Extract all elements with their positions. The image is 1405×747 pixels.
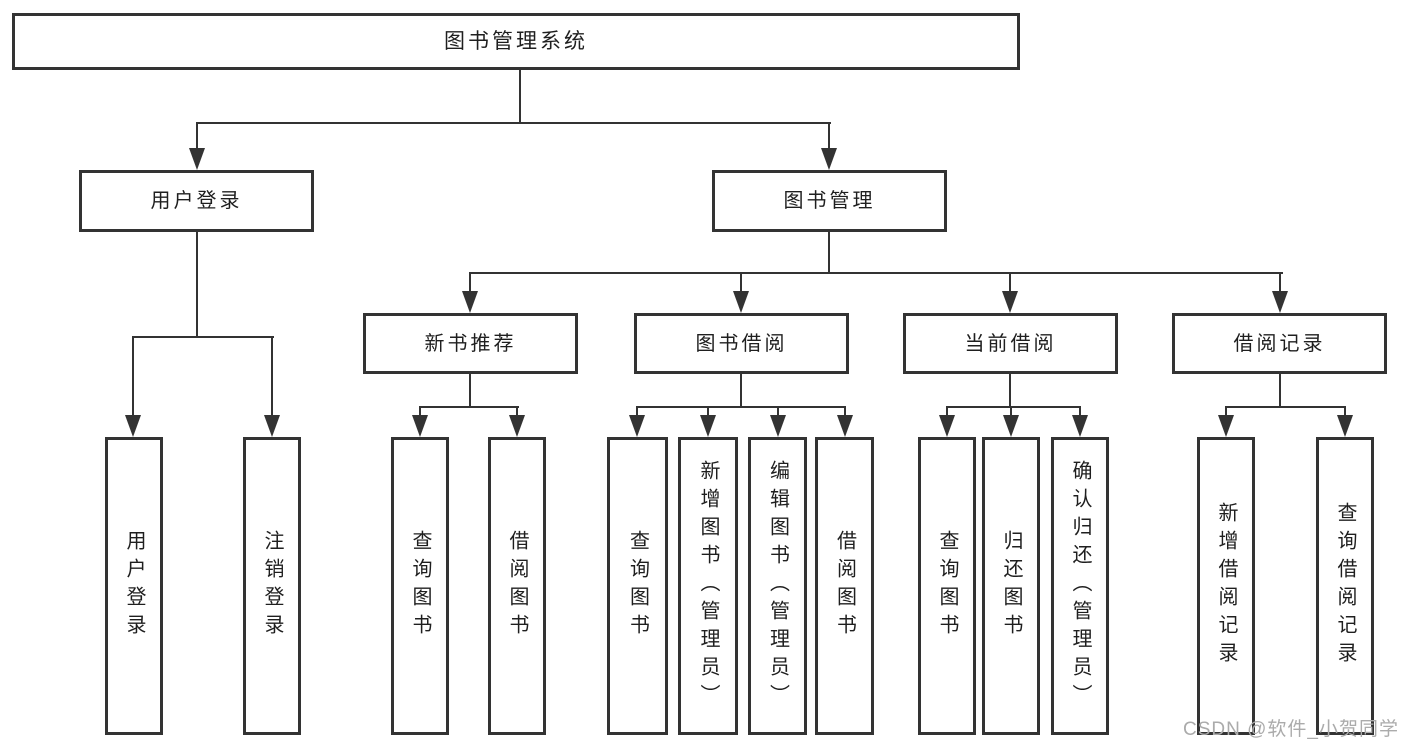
connector-leaf-stub [707, 406, 709, 417]
node-user-login: 用户登录 [79, 170, 314, 232]
connector-to-new-book [469, 272, 471, 294]
connector-user-login-stem [196, 232, 198, 336]
connector-leaf-stub [1010, 406, 1012, 417]
connector-book-mgmt-stem [828, 232, 830, 272]
leaf-add-borrow-record: 新增借阅记录 [1197, 437, 1255, 735]
leaf-add-books-admin: 新增图书（管理员） [678, 437, 738, 735]
connector-new-book-stem [469, 374, 471, 407]
connector-records-rail [1225, 406, 1346, 408]
arrow-down-icon [1002, 291, 1018, 313]
connector-to-book-management [828, 122, 830, 152]
connector-to-current [1009, 272, 1011, 294]
connector-level2-rail [469, 272, 1283, 274]
connector-borrowing-stem [740, 374, 742, 407]
leaf-query-books-1: 查询图书 [391, 437, 449, 735]
connector-leaf-stub [636, 406, 638, 417]
connector-to-user-login [196, 122, 198, 152]
arrow-down-icon [264, 415, 280, 437]
arrow-down-icon [509, 415, 525, 437]
connector-to-borrowing [740, 272, 742, 294]
arrow-down-icon [939, 415, 955, 437]
leaf-query-borrow-record: 查询借阅记录 [1316, 437, 1374, 735]
arrow-down-icon [1272, 291, 1288, 313]
connector-leaf-stub [1225, 406, 1227, 417]
arrow-down-icon [189, 148, 205, 170]
leaf-logout: 注销登录 [243, 437, 301, 735]
csdn-watermark: CSDN @软件_小贺同学 [1183, 719, 1399, 740]
connector-level1-rail [196, 122, 831, 124]
connector-leaf-stub [1079, 406, 1081, 417]
arrow-down-icon [1337, 415, 1353, 437]
leaf-confirm-return-admin: 确认归还（管理员） [1051, 437, 1109, 735]
node-borrowing-records: 借阅记录 [1172, 313, 1387, 374]
arrow-down-icon [770, 415, 786, 437]
connector-leaf-stub [777, 406, 779, 417]
arrow-down-icon [837, 415, 853, 437]
node-book-borrowing: 图书借阅 [634, 313, 849, 374]
connector-to-leaf-user-login [132, 336, 134, 418]
arrow-down-icon [700, 415, 716, 437]
leaf-borrow-books-1: 借阅图书 [488, 437, 546, 735]
connector-new-book-rail [419, 406, 519, 408]
connector-to-records [1279, 272, 1281, 294]
arrow-down-icon [412, 415, 428, 437]
connector-root-stem [519, 70, 521, 122]
arrow-down-icon [1003, 415, 1019, 437]
node-root: 图书管理系统 [12, 13, 1020, 70]
arrow-down-icon [462, 291, 478, 313]
node-book-management: 图书管理 [712, 170, 947, 232]
leaf-edit-books-admin: 编辑图书（管理员） [748, 437, 807, 735]
connector-leaf-stub [1344, 406, 1346, 417]
connector-borrowing-rail [636, 406, 846, 408]
connector-current-rail [946, 406, 1081, 408]
leaf-query-books-3: 查询图书 [918, 437, 976, 735]
arrow-down-icon [821, 148, 837, 170]
arrow-down-icon [125, 415, 141, 437]
arrow-down-icon [1218, 415, 1234, 437]
node-current-borrowing: 当前借阅 [903, 313, 1118, 374]
leaf-return-books: 归还图书 [982, 437, 1040, 735]
connector-user-login-rail [132, 336, 274, 338]
node-new-book-recommend: 新书推荐 [363, 313, 578, 374]
connector-leaf-stub [946, 406, 948, 417]
connector-to-leaf-logout [271, 336, 273, 418]
leaf-user-login: 用户登录 [105, 437, 163, 735]
arrow-down-icon [629, 415, 645, 437]
arrow-down-icon [1072, 415, 1088, 437]
connector-records-stem [1279, 374, 1281, 407]
connector-leaf-stub [516, 406, 518, 417]
connector-current-stem [1009, 374, 1011, 407]
leaf-borrow-books-2: 借阅图书 [815, 437, 874, 735]
arrow-down-icon [733, 291, 749, 313]
connector-leaf-stub [844, 406, 846, 417]
connector-leaf-stub [419, 406, 421, 417]
leaf-query-books-2: 查询图书 [607, 437, 668, 735]
